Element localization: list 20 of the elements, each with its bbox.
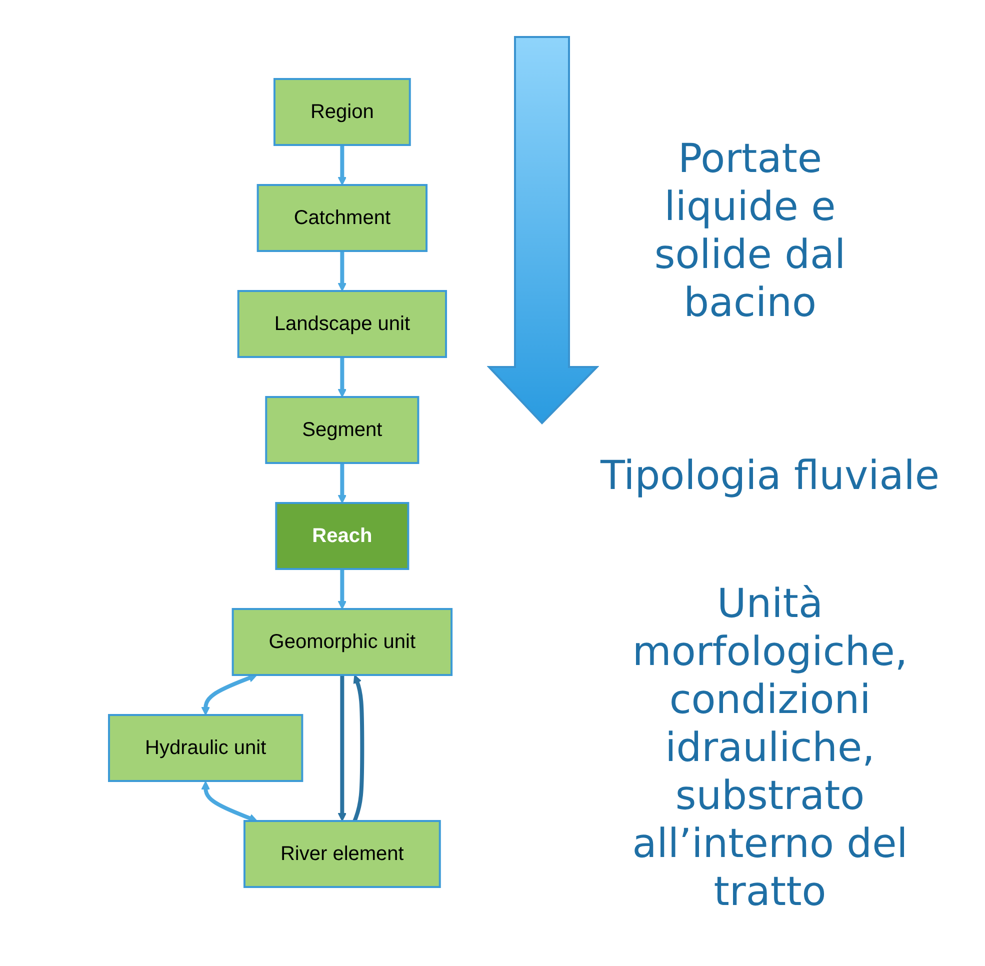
annotation-text: Portate liquide e solide dal bacino (653, 135, 847, 327)
annotation-text: Tipologia fluviale (599, 452, 941, 500)
arrow (338, 145, 346, 186)
arrow (352, 674, 364, 822)
arrow (338, 569, 346, 610)
arrow (338, 357, 346, 398)
node-box: River element (243, 820, 441, 888)
annotation-text: Unità morfologiche, condizioni idrauliche, substrato all’interno del tratto (631, 580, 909, 916)
arrow (338, 463, 346, 504)
node-box: Region (273, 78, 411, 146)
arrow (200, 674, 257, 716)
node-box: Hydraulic unit (108, 714, 303, 782)
node-box: Reach (274, 502, 409, 570)
arrow (200, 781, 258, 822)
node-box: Landscape unit (237, 290, 447, 358)
node-box: Catchment (256, 184, 428, 252)
arrow (338, 251, 346, 292)
node-box: Geomorphic unit (232, 608, 452, 676)
arrow (338, 675, 346, 822)
node-box: Segment (264, 396, 419, 464)
